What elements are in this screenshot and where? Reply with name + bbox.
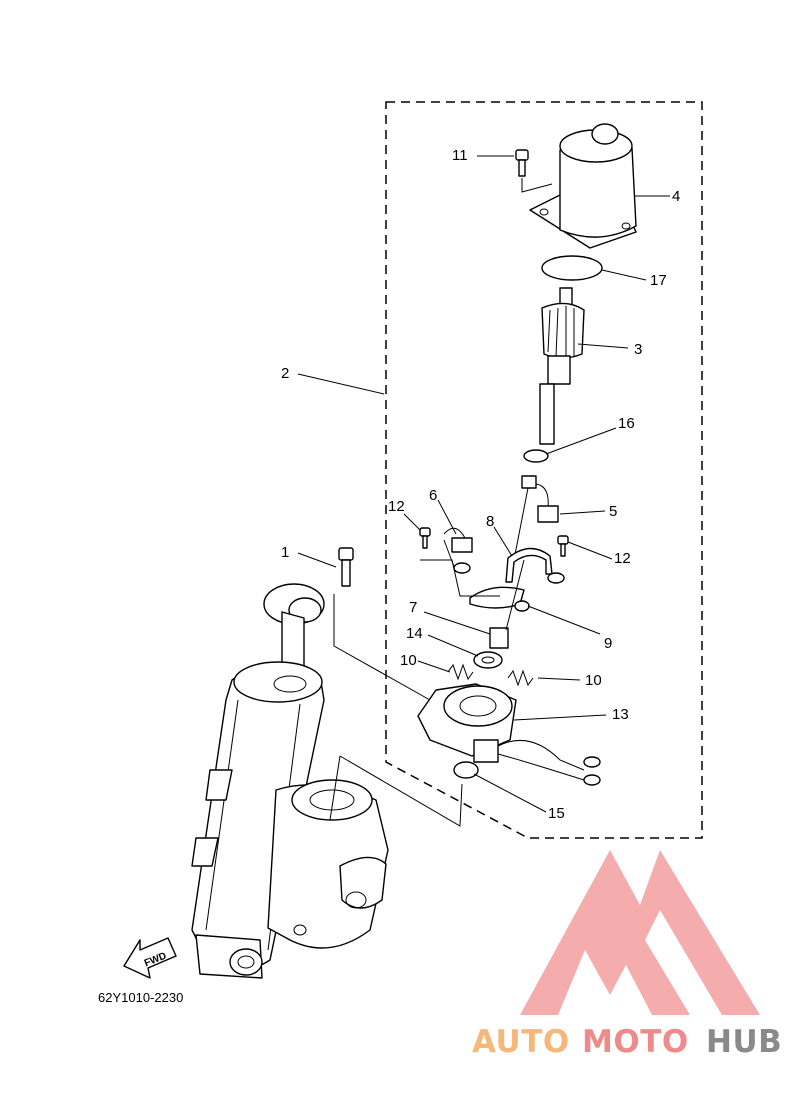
part-16-washer (523, 449, 549, 463)
callout-7: 7 (409, 599, 417, 616)
part-code: 62Y1010-2230 (98, 990, 183, 1005)
logo-auto: AUTO (472, 1024, 570, 1060)
part-14-bushing (473, 651, 503, 669)
grommet-right (547, 572, 565, 584)
part-8-spring (505, 547, 553, 583)
part-13-end-housing (417, 683, 601, 786)
part-15-washer (453, 761, 479, 779)
logo-hub: HUB (706, 1024, 782, 1060)
logo-mark-icon (520, 850, 760, 1015)
part-17-o-ring (541, 255, 603, 281)
callout-leaders (297, 155, 670, 813)
part-3-armature (539, 287, 585, 445)
callout-16: 16 (618, 415, 635, 432)
part-6-brush (443, 527, 473, 573)
callout-10-left: 10 (400, 652, 417, 669)
mating-line-bolt (333, 594, 431, 701)
part-11-screw (515, 149, 553, 193)
callout-11: 11 (452, 147, 468, 164)
fwd-arrow-icon: FWD (123, 937, 177, 979)
callout-1: 1 (281, 544, 289, 561)
part-12-screw-right (557, 535, 569, 557)
callout-6: 6 (429, 487, 437, 504)
callout-14: 14 (406, 625, 423, 642)
part-7-holder (489, 559, 525, 649)
part-4-motor-yoke (529, 123, 637, 249)
callout-17: 17 (650, 272, 667, 289)
tilt-cylinder (191, 583, 389, 979)
callout-3: 3 (634, 341, 642, 358)
part-10-spring-left (447, 663, 474, 681)
callout-4: 4 (672, 188, 680, 205)
callout-15: 15 (548, 805, 565, 822)
callout-8: 8 (486, 513, 494, 530)
part-12-screw-left (419, 527, 431, 549)
callout-13: 13 (612, 706, 629, 723)
part-1-bolt (338, 547, 354, 587)
callout-9: 9 (604, 635, 612, 652)
automotohub-logo: AUTO MOTO HUB (472, 850, 782, 1060)
callout-numbers: 1 2 3 4 5 6 7 8 9 10 10 11 12 12 13 14 1… (281, 147, 680, 822)
assembly-boundary (385, 101, 703, 839)
part-9-washer (514, 600, 530, 612)
part-10-spring-right (507, 669, 534, 687)
logo-moto: MOTO (582, 1024, 689, 1060)
callout-12-right: 12 (614, 550, 631, 567)
callout-10-right: 10 (585, 672, 602, 689)
callout-5: 5 (609, 503, 617, 520)
callout-2: 2 (281, 365, 289, 382)
callout-12-left: 12 (388, 498, 405, 515)
grommet-left (453, 562, 471, 574)
mating-line-housing (329, 755, 463, 827)
